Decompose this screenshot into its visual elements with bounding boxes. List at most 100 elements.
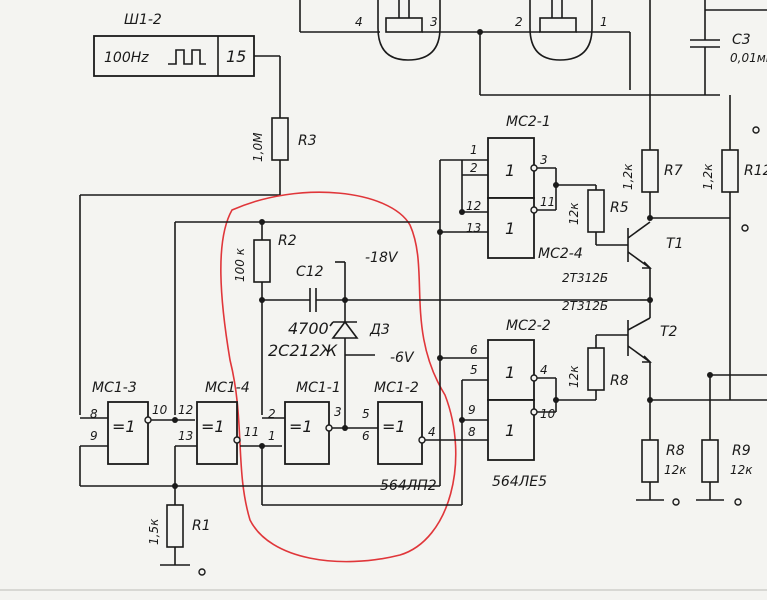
c3-label: C3 (732, 32, 751, 48)
mc21-pin-in1: 1 (470, 143, 478, 157)
transistor-t1: T1 2Т312Б (562, 221, 683, 300)
terminal-top-right-icon (752, 126, 760, 134)
resistor-r12: R12 1,2к (701, 95, 767, 400)
tube-pin-3: 3 (430, 15, 438, 29)
mc24-pin-in2: 13 (466, 221, 481, 235)
r6-name: R8 (610, 373, 629, 389)
right-tube-heater-icon (539, 17, 577, 33)
connector-pin: 15 (226, 47, 246, 66)
mc14-name: МС1-4 (205, 380, 250, 396)
connector-name: Ш1-2 (124, 12, 162, 28)
c12-name: C12 (296, 264, 324, 280)
mc23-symbol: 1 (505, 421, 515, 440)
mc12-pin-in2: 6 (362, 429, 370, 443)
r3-name: R3 (298, 133, 317, 149)
r9-name: R9 (732, 443, 751, 459)
resistor-r2: R2 100 к (233, 222, 297, 415)
gate-mc2-2: МС2-2 1 6 5 4 (470, 318, 551, 401)
zener-d3: -18V Д3 2С212Ж -6V (268, 250, 415, 428)
mc12-pin-in1: 5 (362, 407, 370, 421)
mc11-pin-out: 3 (334, 405, 342, 419)
mc22-symbol: 1 (505, 363, 515, 382)
mc12-pin-out: 4 (428, 425, 436, 439)
gate-mc1-1: МС1-1 =1 2 1 3 (262, 380, 378, 465)
gate-mc2-1: МС2-1 1 1 2 3 (470, 114, 551, 199)
terminal-right-icon (741, 224, 749, 232)
mc13-pin-out: 10 (152, 403, 168, 417)
mc13-name: МС1-3 (92, 380, 137, 396)
mc13-pin-in2: 9 (90, 429, 98, 443)
mc11-name: МС1-1 (296, 380, 341, 396)
tube-pin-4: 4 (355, 15, 363, 29)
d3-name: Д3 (369, 322, 390, 338)
mc24-pin-in1: 12 (466, 199, 481, 213)
r9-value: 12к (730, 463, 753, 477)
transistor-t2: 2Т312Б T2 (562, 299, 678, 440)
tube-section: 4 3 2 1 C3 0,01мк (299, 0, 767, 150)
t2-name: T2 (660, 324, 678, 340)
mc11-symbol: =1 (289, 417, 313, 436)
mc24-name: МС2-4 (538, 246, 583, 262)
resistor-r8: R8 12к (636, 439, 687, 506)
mc21-pin-out: 3 (540, 153, 548, 167)
d3-type: 2С212Ж (268, 341, 338, 360)
r2-name: R2 (278, 233, 297, 249)
r5-name: R5 (610, 200, 629, 216)
c3-value: 0,01мк (730, 51, 767, 65)
gate-mc1-4: МС1-4 =1 12 13 11 (172, 380, 282, 489)
resistor-r1: R1 1,5к (147, 486, 211, 576)
mc22-pin-out: 4 (540, 363, 548, 377)
resistor-r6: R8 12к (567, 334, 629, 400)
mc13-pin-in1: 8 (90, 407, 98, 421)
mc24-symbol: 1 (505, 219, 515, 238)
tube-pin-2: 2 (515, 15, 523, 29)
left-tube-icon (377, 0, 441, 61)
mc12-symbol: =1 (382, 417, 406, 436)
mc23-pin-in1: 9 (468, 403, 476, 417)
c12-value: 4700 (288, 319, 329, 338)
r12-value: 1,2к (701, 163, 715, 190)
mc21-name: МС2-1 (506, 114, 551, 130)
mc14-pin-out: 11 (244, 425, 259, 439)
mc21-symbol: 1 (505, 161, 515, 180)
r7-name: R7 (664, 163, 683, 179)
connector-sh1-2: Ш1-2 100Hz 15 (93, 12, 281, 118)
mc12-name: МС1-2 (374, 380, 419, 396)
tube-pin-1: 1 (600, 15, 608, 29)
mc23-pin-in2: 8 (468, 425, 476, 439)
mc13-symbol: =1 (112, 417, 136, 436)
square-wave-icon (168, 49, 206, 65)
r7-value: 1,2к (621, 163, 635, 190)
voltage-neg6: -6V (390, 350, 415, 366)
r8-value: 12к (664, 463, 687, 477)
mc14-pin-in1: 12 (178, 403, 193, 417)
r8-ground-icon (672, 498, 680, 506)
t2-type: 2Т312Б (562, 299, 608, 313)
mc22-name: МС2-2 (506, 318, 551, 334)
ground-terminal-icon (198, 568, 206, 576)
left-tube-heater-icon (385, 17, 423, 33)
r5-value: 12к (567, 202, 581, 225)
mc24-pin-out: 11 (540, 195, 555, 209)
mc21-pin-in2: 2 (470, 161, 478, 175)
right-tube-icon (529, 0, 593, 61)
r3-value: 1,0М (251, 132, 265, 162)
r8-name: R8 (666, 443, 685, 459)
voltage-neg18: -18V (365, 250, 399, 266)
resistor-r3: R3 1,0М (79, 117, 317, 415)
mc14-symbol: =1 (201, 417, 225, 436)
resistor-r5: R5 12к (567, 185, 629, 246)
resistor-r7: R7 1,2к (621, 149, 683, 218)
r6-value: 12к (567, 365, 581, 388)
capacitor-c12: C12 4700 (262, 264, 640, 338)
mc11-pin-in2: 1 (268, 429, 276, 443)
mc22-pin-in1: 6 (470, 343, 478, 357)
t1-type: 2Т312Б (562, 271, 608, 285)
mc11-pin-in1: 2 (268, 407, 276, 421)
r1-value: 1,5к (147, 518, 161, 545)
zener-diode-icon (329, 320, 359, 339)
connector-signal: 100Hz (104, 50, 149, 66)
chip-mc2-label: 564ЛЕ5 (492, 474, 547, 490)
r12-name: R12 (744, 163, 767, 179)
